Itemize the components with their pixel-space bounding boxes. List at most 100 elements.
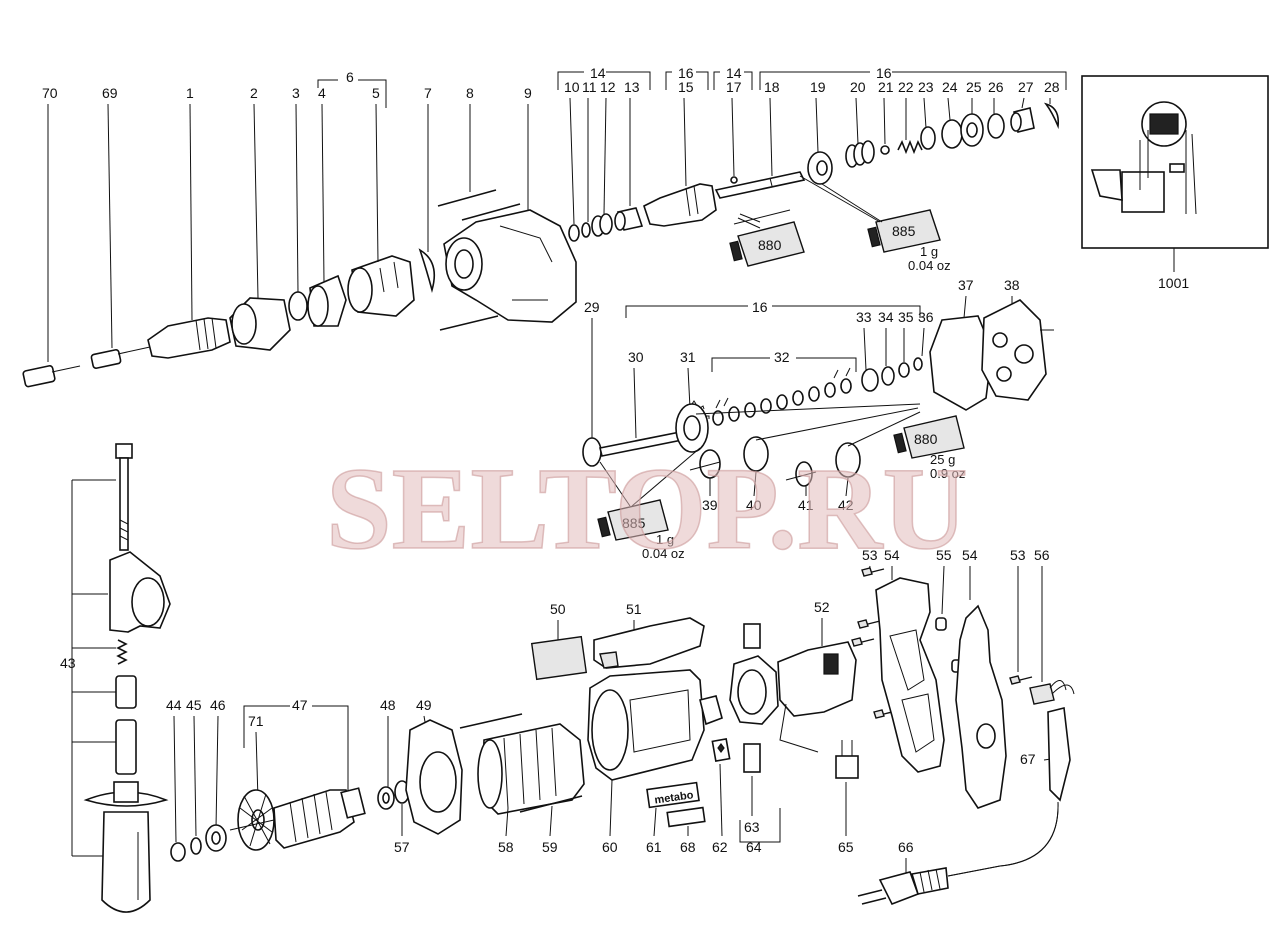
brush-holder-63 [729,623,779,773]
spring-22 [897,139,923,155]
label-19: 19 [810,79,826,95]
screw-59 [519,795,583,813]
qty-grams: 1 g [656,532,674,547]
label-17: 17 [726,79,742,95]
gear-42 [835,442,861,478]
bearing-33 [861,368,879,392]
grease-tube-885-top: 885 [867,209,941,253]
label-6: 6 [346,69,354,85]
sleeve-13 [614,207,644,231]
cord-assembly: 67 66 [857,707,1071,906]
label-14b: 14 [726,65,742,81]
pin-17 [730,176,738,184]
label-63: 63 [744,819,760,835]
label-16: 16 [678,65,694,81]
armature-47 [229,787,366,849]
label-56: 56 [1034,547,1050,563]
washer-23 [920,126,936,150]
label-50: 50 [550,601,566,617]
tube-label: 880 [914,431,938,447]
label-24: 24 [942,79,958,95]
label-10: 10 [564,79,580,95]
bearing-46 [205,824,227,852]
washer-11 [581,222,591,238]
label-30: 30 [628,349,644,365]
label-48: 48 [380,697,396,713]
qty-oz: 0.9 oz [930,466,965,481]
label-22: 22 [898,79,914,95]
connector-56 [1029,680,1075,705]
label-40: 40 [746,497,762,513]
label-5: 5 [372,85,380,101]
label-29: 29 [584,299,600,315]
label-plate-50 [530,635,588,681]
label-65: 65 [838,839,854,855]
grease-tube-880-top: 880 [729,221,805,267]
screws-8 [437,189,521,331]
label-43: 43 [60,655,76,671]
label-8: 8 [466,85,474,101]
screw [459,713,523,729]
tube-label: 885 [892,223,916,239]
gear-39 [689,449,721,479]
gasket-37 [929,315,993,411]
label-70: 70 [42,85,58,101]
spring-12 [591,213,613,237]
label-31: 31 [680,349,696,365]
label-34: 34 [878,309,894,325]
label-57: 57 [394,839,410,855]
label-14: 14 [590,65,606,81]
rating-plate-68 [666,806,706,828]
label-53a: 53 [862,547,878,563]
label-18: 18 [764,79,780,95]
top-assembly: 880 885 1 g 0.04 oz 70 69 1 2 3 6 4 5 7 … [22,65,1067,388]
label-69: 69 [102,85,118,101]
label-67: 67 [1020,751,1036,767]
spindle-15 [643,183,717,227]
qty-oz: 0.04 oz [908,258,951,273]
qty-grams: 1 g [920,244,938,259]
label-54a: 54 [884,547,900,563]
spring-20 [845,140,875,168]
tube-label: 885 [622,515,646,531]
watermark: SELTOP.RU [326,443,968,574]
bearing-48 [377,786,395,810]
motor-housing-60 [587,669,723,781]
qty-grams: 25 g [930,452,955,467]
bushing-27 [1010,107,1035,133]
label-47: 47 [292,697,308,713]
ring-26 [987,113,1005,139]
label-44: 44 [166,697,182,713]
label-2: 2 [250,85,258,101]
label-1: 1 [186,85,194,101]
gear-40 [743,436,769,472]
plug-66 [857,867,949,906]
grease-tube-885-middle: 885 [597,499,669,541]
bit-69 [90,346,151,369]
label-28: 28 [1044,79,1060,95]
label-59: 59 [542,839,558,855]
washer-stack-32 [712,367,852,426]
label-32: 32 [774,349,790,365]
label-66: 66 [898,839,914,855]
label-21: 21 [878,79,894,95]
label-16c: 16 [752,299,768,315]
tube-label: 880 [758,237,782,253]
label-11: 11 [582,79,597,95]
ring-3 [288,291,308,321]
handle-half-54-right [955,604,1007,809]
fan-71 [237,789,275,851]
label-16b: 16 [876,65,892,81]
label-64: 64 [746,839,762,855]
wiring-inset-1001: 1001 [1081,75,1269,291]
grease-brush [733,209,791,229]
label-60: 60 [602,839,618,855]
washer-35 [898,362,910,378]
washer-10 [568,224,580,242]
label-53b: 53 [1010,547,1026,563]
motor-assembly: 44 45 46 47 71 48 49 [166,599,859,862]
capacitor-65 [835,740,859,779]
label-41: 41 [798,497,814,513]
circlip-28 [1043,102,1060,130]
label-52: 52 [814,599,830,615]
